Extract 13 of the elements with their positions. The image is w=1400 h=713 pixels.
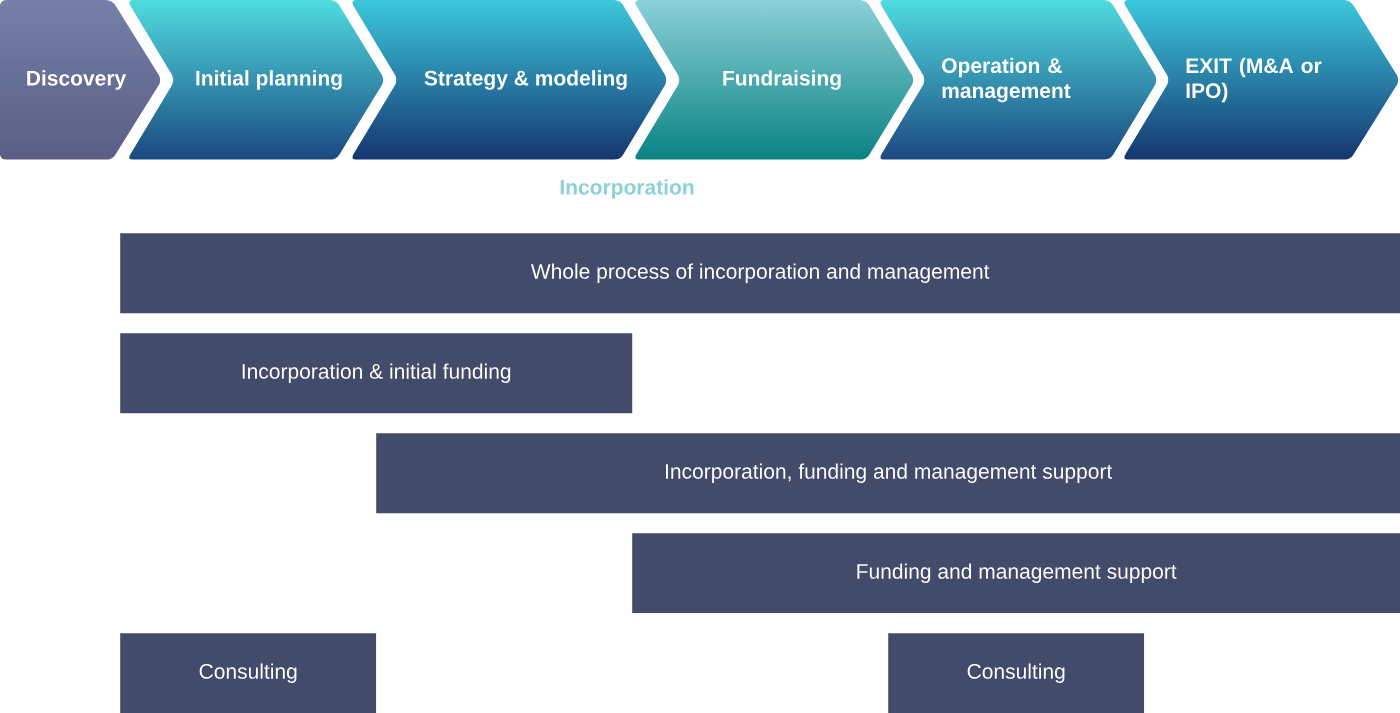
chevron-step: Initial planning: [196, 70, 342, 90]
phase-bar: Funding and management support: [632, 533, 1400, 614]
chevron-step: Strategy & modeling: [424, 70, 627, 90]
phase-bar: Incorporation, funding and management support: [376, 433, 1400, 514]
phase-bar: Consulting: [120, 633, 377, 713]
phase-bar: Incorporation & initial funding: [120, 333, 633, 414]
chevron-step: Discovery: [27, 70, 127, 90]
milestone-label: Incorporation: [560, 179, 694, 199]
chevron-step: Operation & management: [942, 57, 1071, 103]
chevron-step: EXIT (M&A or IPO): [1186, 57, 1322, 103]
phase-bar: Consulting: [888, 633, 1145, 713]
phase-bar: Whole process of incorporation and management: [120, 233, 1400, 314]
chevron-step: Fundraising: [723, 70, 841, 90]
